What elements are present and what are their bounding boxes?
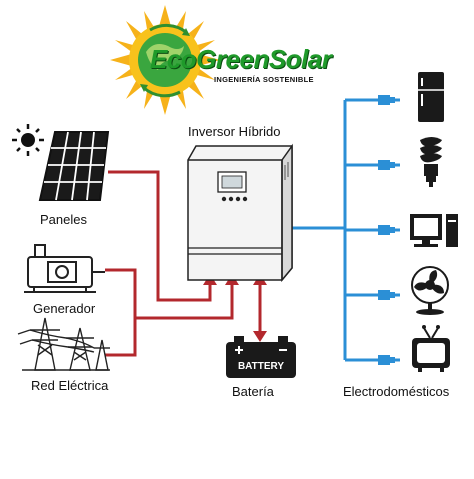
battery-wire: [253, 274, 267, 342]
battery-label: Batería: [232, 384, 274, 399]
generator-icon: [24, 244, 105, 293]
panels-wire: [108, 170, 212, 302]
appliances-label: Electrodomésticos: [343, 384, 450, 399]
plug-icon: [378, 95, 395, 105]
inverter-title: Inversor Híbrido: [188, 124, 281, 139]
inverter-display: [217, 171, 247, 193]
source-label-red-electrica: Red Eléctrica: [31, 378, 109, 393]
hybrid-inverter-icon: [187, 143, 293, 283]
source-label-paneles: Paneles: [40, 212, 87, 227]
logo-name: EcoGreenSolar: [150, 44, 332, 74]
source-label-generador: Generador: [33, 301, 96, 316]
small-sun-icon: [12, 124, 44, 156]
inverter-buttons: [221, 196, 248, 202]
plug-icons: [378, 95, 395, 365]
source-wires: [105, 170, 234, 357]
plug-icon: [378, 160, 395, 170]
battery-icon: BATTERY: [226, 336, 296, 378]
sun-logo-icon: [110, 5, 220, 115]
grid-wire: [105, 318, 137, 357]
light-bulb-icon: [420, 137, 442, 187]
battery-icon-text: BATTERY: [238, 361, 284, 372]
computer-icon: [410, 214, 458, 247]
logo-tagline: INGENIERÍA SOSTENIBLE: [214, 75, 314, 84]
plug-icon: [378, 355, 395, 365]
load-wires: [290, 98, 400, 362]
plug-icon: [378, 225, 395, 235]
power-grid-icon: [17, 317, 110, 371]
refrigerator-icon: [418, 72, 444, 122]
plug-icon: [378, 290, 395, 300]
solar-panel-icon: [12, 124, 110, 201]
fan-icon: [411, 266, 449, 315]
television-icon: [412, 325, 450, 372]
